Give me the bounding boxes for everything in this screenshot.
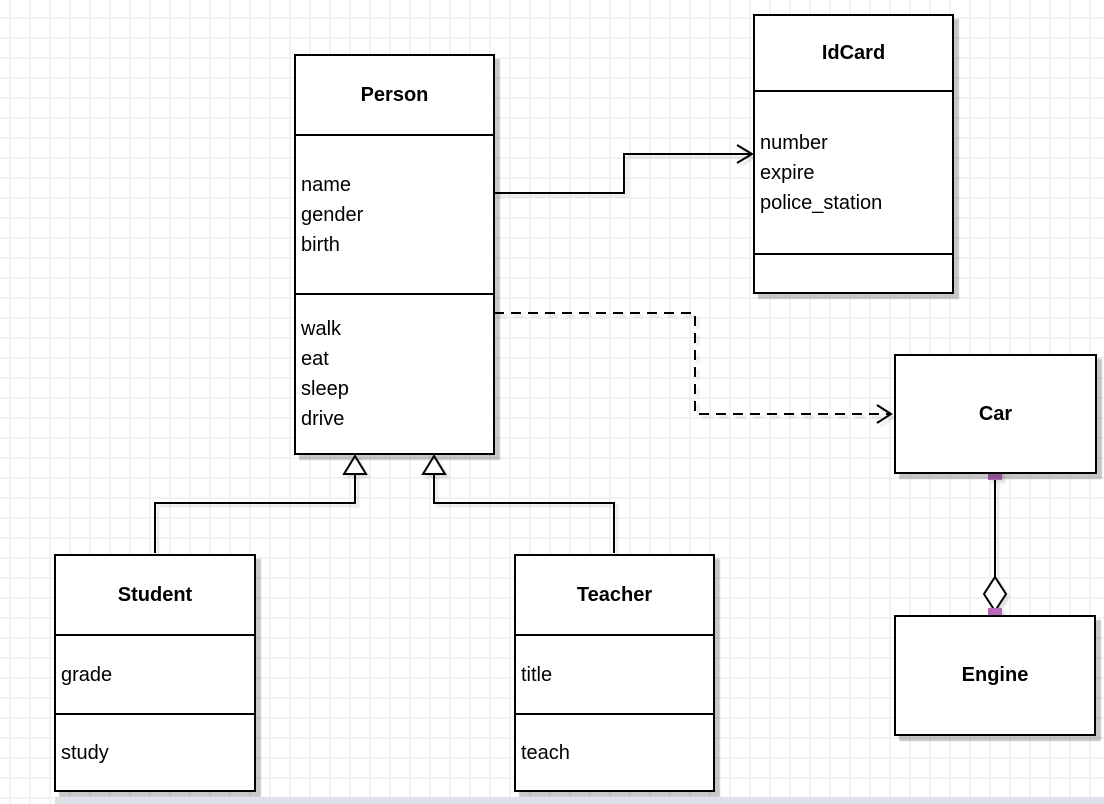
attribute: police_station bbox=[760, 191, 883, 214]
methods-section bbox=[755, 255, 952, 292]
class-idcard[interactable]: IdCard number expire police_station bbox=[753, 14, 954, 294]
method: sleep bbox=[301, 378, 349, 400]
attribute: title bbox=[521, 663, 553, 686]
edge-aggregation-car-engine[interactable] bbox=[982, 466, 1008, 622]
attributes-section: title bbox=[516, 636, 713, 715]
edge-association-person-idcard[interactable] bbox=[494, 144, 754, 194]
method: eat bbox=[301, 348, 329, 370]
attributes-section: number expire police_station bbox=[755, 92, 952, 255]
open-arrowhead-icon bbox=[876, 404, 893, 424]
edge-generalization-teacher-person[interactable] bbox=[421, 454, 615, 553]
method: teach bbox=[521, 741, 570, 764]
attribute: number bbox=[760, 131, 828, 154]
attribute: grade bbox=[61, 663, 113, 686]
edge-generalization-student-person[interactable] bbox=[154, 454, 368, 553]
edge-dependency-person-car[interactable] bbox=[494, 312, 893, 424]
class-student[interactable]: Student grade study bbox=[54, 554, 256, 792]
hollow-triangle-icon bbox=[342, 454, 368, 475]
method: walk bbox=[301, 318, 342, 340]
attribute: gender bbox=[301, 203, 364, 226]
methods-section: walk eat sleep drive bbox=[296, 295, 493, 453]
hollow-diamond-icon bbox=[982, 575, 1008, 613]
class-teacher[interactable]: Teacher title teach bbox=[514, 554, 715, 792]
method: drive bbox=[301, 408, 345, 430]
class-car[interactable]: Car bbox=[894, 354, 1097, 474]
attribute: expire bbox=[760, 161, 815, 184]
class-person[interactable]: Person name gender birth walk eat sleep … bbox=[294, 54, 495, 455]
class-engine[interactable]: Engine bbox=[894, 615, 1096, 736]
class-title: Student bbox=[56, 556, 254, 636]
class-title: Engine bbox=[961, 664, 1029, 686]
edge-line[interactable] bbox=[433, 474, 615, 553]
class-title: IdCard bbox=[755, 16, 952, 92]
class-title: Person bbox=[296, 56, 493, 136]
methods-section: teach bbox=[516, 715, 713, 790]
canvas-edge bbox=[55, 797, 1104, 804]
edge-line[interactable] bbox=[154, 474, 356, 553]
method: study bbox=[61, 741, 109, 764]
class-title: Teacher bbox=[516, 556, 713, 636]
class-title: Car bbox=[978, 402, 1013, 425]
attribute: birth bbox=[301, 233, 340, 256]
open-arrowhead-icon bbox=[736, 144, 754, 164]
attributes-section: grade bbox=[56, 636, 254, 715]
hollow-triangle-icon bbox=[421, 454, 447, 475]
edge-line[interactable] bbox=[494, 312, 890, 415]
edge-line[interactable] bbox=[494, 153, 751, 194]
attributes-section: name gender birth bbox=[296, 136, 493, 295]
attribute: name bbox=[301, 173, 352, 196]
methods-section: study bbox=[56, 715, 254, 790]
